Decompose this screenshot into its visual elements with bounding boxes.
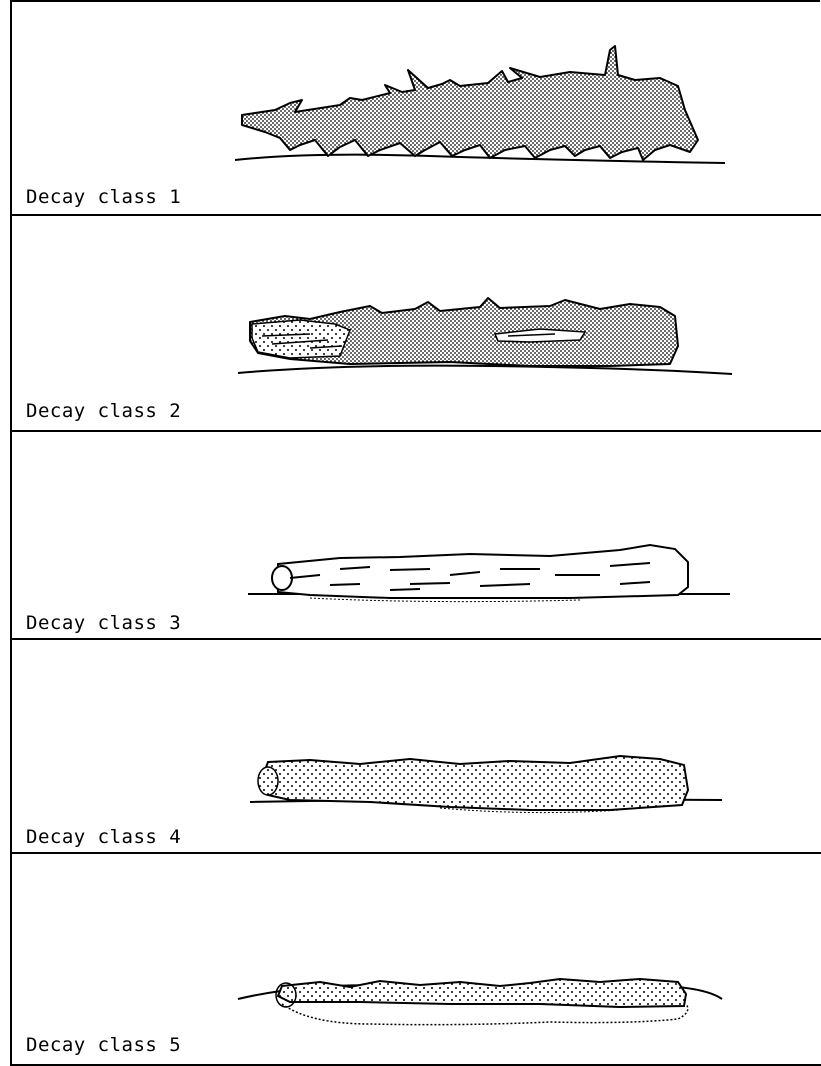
decay-class-3-label: Decay class 3 (26, 612, 181, 634)
decay-class-2-label: Decay class 2 (26, 400, 181, 422)
decay-class-3-log-illustration (10, 432, 821, 640)
decay-class-4-label: Decay class 4 (26, 826, 181, 848)
decay-class-1-label: Decay class 1 (26, 186, 181, 208)
decay-class-4-log-illustration (10, 640, 821, 854)
decay-class-3-panel: Decay class 3 (10, 432, 821, 640)
decay-class-1-panel: Decay class 1 (10, 0, 821, 216)
decay-class-2-panel: Decay class 2 (10, 216, 821, 432)
decay-class-5-panel: Decay class 5 (10, 854, 821, 1066)
decay-class-5-label: Decay class 5 (26, 1034, 181, 1056)
decay-class-1-log-illustration (10, 0, 821, 216)
decay-class-4-panel: Decay class 4 (10, 640, 821, 854)
